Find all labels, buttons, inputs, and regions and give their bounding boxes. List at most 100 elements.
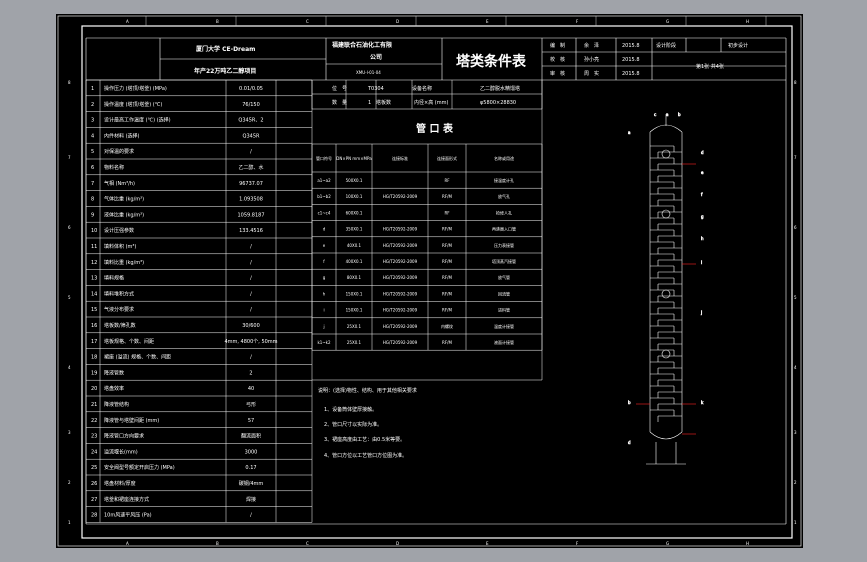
row-number-right: 6 [794, 225, 797, 230]
nozzle-marker: b [628, 400, 631, 405]
row-number-left: 7 [68, 155, 71, 160]
parameter-name: 填料规格 [104, 275, 124, 282]
nozzle-symbol: g [323, 275, 326, 280]
parameter-value: 30/600 [242, 323, 260, 329]
nozzle-standard: HG/T20592-2009 [383, 340, 418, 345]
parameter-value: / [250, 291, 252, 297]
nozzle-standard: HG/T20592-2009 [383, 308, 418, 313]
nozzle-use: 温度计接管 [494, 323, 514, 329]
nozzle-size: 25X0.1 [347, 324, 362, 329]
nozzle-use: 进料管 [498, 307, 510, 313]
note-4: 4、管口方位以工艺管口方位图为准。 [324, 452, 407, 459]
nozzle-use: 放气孔 [498, 193, 510, 199]
column-letter-bottom: D [396, 541, 399, 546]
nozzle-use: 回流管 [498, 290, 510, 296]
parameter-value: 翻流面积 [241, 433, 261, 440]
nozzle-symbol: f [323, 259, 325, 264]
parameter-name: 填料比重 (kg/m³) [104, 259, 144, 266]
parameter-value: 4mm, 4800个, 50mm [224, 339, 277, 345]
parameter-name: 降液管与塔壁间距 (mm) [104, 417, 159, 424]
nozzle-size: 150X0.1 [346, 308, 363, 313]
parameter-value: 0.17 [245, 465, 256, 471]
parameter-value: 76/150 [242, 102, 260, 108]
row-number-right: 2 [794, 480, 797, 485]
nozzle-marker: f [701, 192, 703, 197]
parameter-value: / [250, 260, 252, 266]
nozzle-marker: g [701, 214, 704, 219]
parameter-value: / [250, 513, 252, 519]
nozzle-standard: HG/T20592-2009 [383, 227, 418, 232]
parameter-row: 28 10m风速平风压 (Pa) / [91, 513, 252, 519]
parameter-value: 96737.07 [239, 181, 263, 187]
row-number: 17 [91, 339, 97, 345]
parameter-name: 气体比重 (kg/m³) [104, 196, 144, 203]
parameter-value: / [250, 355, 252, 361]
nozzle-header: 管口符号 [316, 155, 332, 161]
nozzle-header: 名称或用途 [494, 155, 514, 161]
parameter-value: 1.093508 [239, 197, 263, 203]
position-value: T0304 [367, 86, 384, 92]
row-number: 20 [91, 386, 97, 392]
nozzle-face: RF/M [442, 291, 452, 296]
nozzle-marker: a [628, 130, 631, 135]
row-number: 6 [91, 165, 94, 171]
title-block [85, 37, 787, 525]
nozzle-symbol: c1~c4 [318, 210, 331, 215]
parameter-value: / [250, 307, 252, 313]
nozzle-marker: d [701, 150, 704, 155]
parameter-name: 气相 (Nm³/h) [104, 180, 135, 187]
column-letter-top: D [396, 19, 399, 24]
row-number: 28 [91, 513, 97, 519]
row-number: 24 [91, 449, 97, 455]
column-letter-bottom: H [746, 541, 749, 546]
parameter-name: 填料堆积方式 [104, 290, 134, 297]
row-number-left: 6 [68, 225, 71, 230]
row-number: 16 [91, 323, 97, 329]
nozzle-use: 液面计接管 [494, 339, 514, 345]
parameter-name: 降液管数 [104, 369, 124, 376]
row-number-left: 4 [68, 365, 71, 370]
nozzle-face: RF/M [442, 340, 452, 345]
equipment-label: 设备名称 [412, 85, 432, 92]
nozzle-use: 检修人孔 [496, 209, 512, 215]
column-letter-bottom: E [486, 541, 489, 546]
parameter-name: 10m风速平风压 (Pa) [104, 513, 152, 519]
sheet-count: 第1张 共4张 [696, 63, 724, 70]
note-2: 2、管口尺寸以实际为准。 [324, 421, 382, 428]
row-number: 9 [91, 212, 94, 218]
parameter-name: 填料体积 (m³) [104, 243, 136, 250]
parameter-name: 安全阀型号额定开启压力 (MPa) [104, 464, 175, 471]
nozzle-standard: HG/T20592-2009 [383, 275, 418, 280]
approved-by-label: 审 核 [550, 70, 565, 77]
parameter-name: 操作压力 (塔顶/塔釜) (MPa) [104, 85, 167, 92]
nozzle-face: 内螺纹 [441, 323, 453, 329]
row-number: 10 [91, 228, 97, 234]
nozzle-marker: c [654, 112, 656, 117]
plate-count-label: 塔板数 [376, 99, 391, 106]
nozzle-face: RF [444, 178, 450, 183]
row-number-left: 3 [68, 430, 71, 435]
quantity-label: 数 量 [332, 99, 347, 106]
nozzle-standard: HG/T20592-2009 [383, 259, 418, 264]
parameter-value: 1059.8187 [237, 212, 264, 218]
